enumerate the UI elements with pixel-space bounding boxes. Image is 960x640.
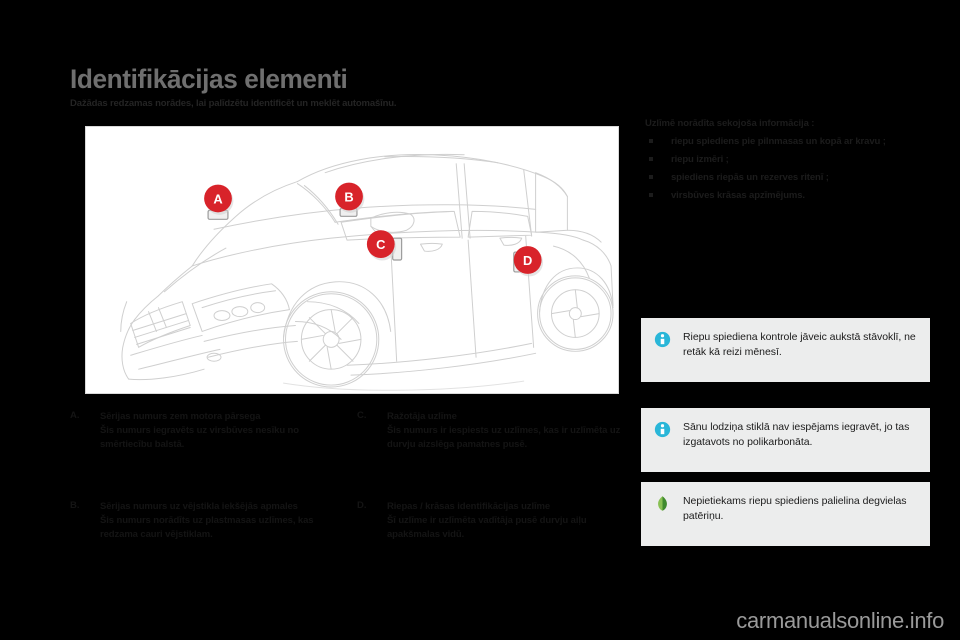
page-title: Identifikācijas elementi <box>70 64 348 94</box>
info-box-text: Nepietiekams riepu spiediens palielina d… <box>683 495 907 522</box>
list-item: spiediens riepās un rezerves ritenī ; <box>645 171 930 184</box>
list-item-label: riepu izmēri ; <box>671 154 729 165</box>
info-circle-icon <box>654 421 671 438</box>
caption-letter: C. <box>357 410 367 421</box>
marker-label-c: C <box>376 237 385 252</box>
right-intro-list: riepu spiediens pie pilnmasas un kopā ar… <box>645 135 930 202</box>
eco-leaf-icon <box>658 496 667 511</box>
marker-label-a: A <box>213 191 222 206</box>
caption-d: D. Riepas / krāsas identifikācijas uzlīm… <box>357 500 639 542</box>
marker-B: B <box>335 182 365 213</box>
caption-title: Sērijas numurs zem motora pārsega <box>100 411 261 422</box>
bullet-square-icon <box>649 157 653 161</box>
caption-title: Riepas / krāsas identifikācijas uzlīme <box>387 501 551 512</box>
caption-letter: A. <box>70 410 80 421</box>
caption-c: C. Ražotāja uzlīme Šis numurs ir iespies… <box>357 410 639 452</box>
caption-title: Ražotāja uzlīme <box>387 411 457 422</box>
caption-body: Šī uzlīme ir uzlīmēta vadītāja pusē durv… <box>387 515 587 540</box>
bullet-square-icon <box>649 175 653 179</box>
list-item-label: riepu spiediens pie pilnmasas un kopā ar… <box>671 136 886 147</box>
caption-body: Šis numurs iegravēts uz virsbūves nesīku… <box>100 425 299 450</box>
marker-label-b: B <box>344 189 353 204</box>
list-item: virsbūves krāsas apzīmējums. <box>645 189 930 202</box>
marker-D: D <box>513 246 544 277</box>
car-illustration-panel: A B C D <box>85 126 619 394</box>
info-box-tyre-pressure-check: Riepu spiediena kontrole jāveic aukstā s… <box>641 318 930 382</box>
page-subtitle: Dažādas redzamas norādes, lai palīdzētu … <box>70 98 397 109</box>
info-box-text: Sānu lodziņa stiklā nav iespējams iegrav… <box>683 421 910 448</box>
marker-A: A <box>204 184 234 215</box>
caption-title: Sērijas numurs uz vējstikla iekšējās apm… <box>100 501 298 512</box>
caption-body: Šis numurs ir iespiests uz uzlīmes, kas … <box>387 425 621 450</box>
right-intro-heading: Uzlīmē norādīta sekojoša informācija : <box>645 118 815 129</box>
list-item-label: spiediens riepās un rezerves ritenī ; <box>671 172 829 183</box>
marker-C: C <box>366 230 397 261</box>
info-box-text: Riepu spiediena kontrole jāveic aukstā s… <box>683 331 916 358</box>
caption-a: A. Sērijas numurs zem motora pārsega Šis… <box>70 410 352 452</box>
bullet-square-icon <box>649 193 653 197</box>
info-box-fuel-consumption: Nepietiekams riepu spiediens palielina d… <box>641 482 930 546</box>
list-item-label: virsbūves krāsas apzīmējums. <box>671 190 805 201</box>
caption-letter: D. <box>357 500 367 511</box>
info-circle-icon <box>654 331 671 348</box>
marker-group: A B C D <box>204 182 544 277</box>
caption-letter: B. <box>70 500 80 511</box>
caption-body: Šis numurs norādīts uz plastmasas uzlīme… <box>100 515 314 540</box>
car-line-drawing: A B C D <box>120 153 614 391</box>
list-item: riepu spiediens pie pilnmasas un kopā ar… <box>645 135 930 148</box>
caption-b: B. Sērijas numurs uz vējstikla iekšējās … <box>70 500 352 542</box>
right-column-intro: Uzlīmē norādīta sekojoša informācija : r… <box>645 118 930 207</box>
list-item: riepu izmēri ; <box>645 153 930 166</box>
info-box-side-window-glass: Sānu lodziņa stiklā nav iespējams iegrav… <box>641 408 930 472</box>
site-watermark: carmanualsonline.info <box>736 608 944 633</box>
marker-label-d: D <box>523 253 532 268</box>
bullet-square-icon <box>649 139 653 143</box>
